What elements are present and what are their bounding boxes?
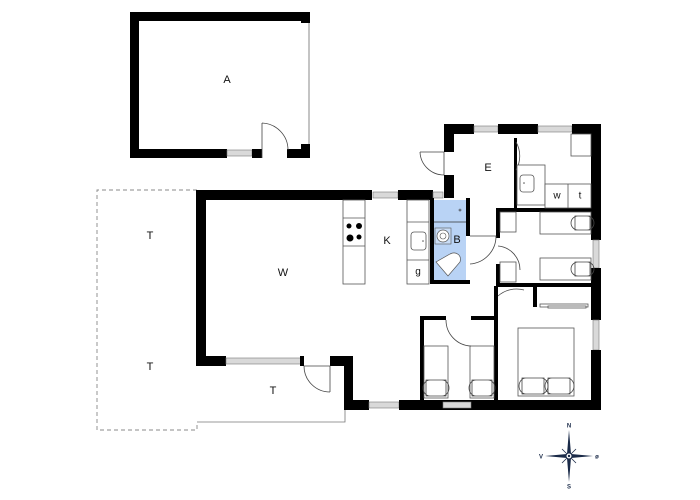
appliance-label-dryer: t bbox=[579, 191, 582, 202]
bedroom-kids bbox=[422, 319, 496, 409]
bedroom-twin bbox=[497, 211, 595, 283]
room-label-entrance: E bbox=[484, 162, 491, 174]
compass-west: V bbox=[539, 455, 543, 461]
compass-rose-icon: N S ø V bbox=[539, 424, 599, 491]
terrace-label-north: T bbox=[147, 230, 154, 242]
bathroom bbox=[434, 200, 497, 280]
appliance-label-washer: w bbox=[552, 191, 561, 202]
room-label-annex: A bbox=[223, 74, 231, 86]
appliance-label-fridge: g bbox=[415, 267, 421, 278]
terrace-label-front: T bbox=[270, 385, 277, 397]
kitchen bbox=[342, 199, 430, 285]
living-room bbox=[303, 365, 331, 393]
kitchen-sink-icon bbox=[410, 231, 427, 251]
compass-south: S bbox=[567, 485, 571, 491]
annex-building bbox=[130, 12, 310, 158]
terrace-outline bbox=[96, 189, 346, 431]
bedroom-master bbox=[497, 288, 589, 397]
room-label-living: W bbox=[278, 267, 289, 279]
room-label-bathroom: B bbox=[453, 234, 460, 246]
washbasin-icon bbox=[434, 227, 452, 245]
stove-icon bbox=[346, 223, 362, 242]
toilet-icon bbox=[435, 252, 461, 277]
compass-north: N bbox=[567, 424, 571, 430]
terrace-label-south: T bbox=[147, 361, 154, 373]
main-house-walls bbox=[196, 124, 601, 410]
compass-east: ø bbox=[595, 455, 599, 461]
room-label-kitchen: K bbox=[383, 235, 391, 247]
entrance-hall bbox=[419, 133, 592, 209]
utility-sink-icon bbox=[519, 174, 535, 193]
